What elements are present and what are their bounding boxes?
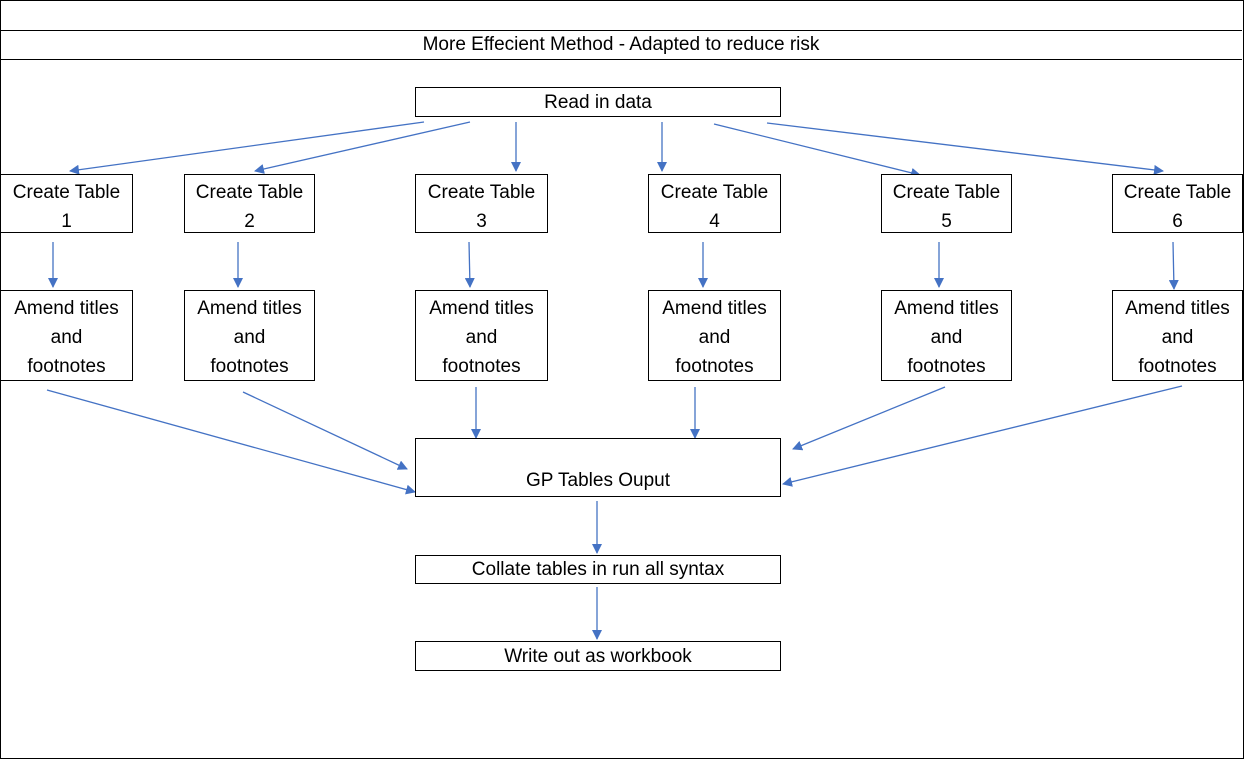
arrow-amend-6-to-output bbox=[782, 385, 1183, 487]
create-table-2-label: Create Table bbox=[195, 182, 304, 203]
create-table-3-box: Create Table 3 bbox=[415, 174, 548, 233]
create-table-6-label: Create Table bbox=[1123, 182, 1232, 203]
create-table-2-box: Create Table 2 bbox=[184, 174, 315, 233]
amend-titles-5-box: Amend titles and footnotes bbox=[881, 290, 1012, 381]
read-in-data-box: Read in data bbox=[415, 87, 781, 117]
amend-line-1: Amend titles bbox=[1125, 298, 1230, 319]
create-table-4-number: 4 bbox=[709, 211, 720, 232]
arrow-table-6-to-amend bbox=[1168, 241, 1179, 290]
amend-line-1: Amend titles bbox=[429, 298, 534, 319]
arrow-read-to-table-2 bbox=[254, 121, 471, 174]
arrow-read-to-table-6 bbox=[766, 122, 1164, 175]
arrow-amend-2-to-output bbox=[242, 391, 408, 470]
amend-line-2: and bbox=[1161, 327, 1194, 348]
collate-tables-label: Collate tables in run all syntax bbox=[471, 559, 725, 580]
create-table-2-number: 2 bbox=[244, 211, 255, 232]
create-table-4-label: Create Table bbox=[660, 182, 769, 203]
amend-line-2: and bbox=[698, 327, 731, 348]
write-out-box: Write out as workbook bbox=[415, 641, 781, 671]
create-table-1-box: Create Table 1 bbox=[0, 174, 133, 233]
amend-line-3: footnotes bbox=[907, 356, 986, 377]
create-table-3-label: Create Table bbox=[427, 182, 536, 203]
create-table-6-box: Create Table 6 bbox=[1112, 174, 1243, 233]
amend-line-1: Amend titles bbox=[14, 298, 119, 319]
amend-line-2: and bbox=[930, 327, 963, 348]
amend-line-3: footnotes bbox=[675, 356, 754, 377]
arrow-amend-1-to-output bbox=[46, 389, 416, 495]
create-table-5-box: Create Table 5 bbox=[881, 174, 1012, 233]
amend-titles-2-box: Amend titles and footnotes bbox=[184, 290, 315, 381]
amend-line-1: Amend titles bbox=[894, 298, 999, 319]
amend-line-1: Amend titles bbox=[197, 298, 302, 319]
amend-line-3: footnotes bbox=[210, 356, 289, 377]
gp-tables-output-box: GP Tables Ouput bbox=[415, 438, 781, 497]
diagram-title-text: More Effecient Method - Adapted to reduc… bbox=[422, 34, 820, 55]
amend-line-2: and bbox=[233, 327, 266, 348]
diagram-title: More Effecient Method - Adapted to reduc… bbox=[0, 30, 1242, 60]
gp-tables-output-label: GP Tables Ouput bbox=[525, 470, 670, 491]
amend-titles-3-box: Amend titles and footnotes bbox=[415, 290, 548, 381]
amend-line-2: and bbox=[50, 327, 83, 348]
amend-line-3: footnotes bbox=[27, 356, 106, 377]
create-table-1-label: Create Table bbox=[12, 182, 121, 203]
create-table-5-label: Create Table bbox=[892, 182, 1001, 203]
create-table-5-number: 5 bbox=[941, 211, 952, 232]
arrow-read-to-table-5 bbox=[713, 123, 921, 178]
read-in-data-label: Read in data bbox=[544, 91, 652, 113]
amend-line-3: footnotes bbox=[442, 356, 521, 377]
arrow-read-to-table-1 bbox=[69, 121, 425, 175]
arrow-amend-5-to-output bbox=[792, 386, 946, 451]
create-table-3-number: 3 bbox=[476, 211, 487, 232]
create-table-1-number: 1 bbox=[61, 211, 72, 232]
amend-titles-4-box: Amend titles and footnotes bbox=[648, 290, 781, 381]
arrow-table-3-to-amend bbox=[464, 241, 475, 288]
amend-titles-1-box: Amend titles and footnotes bbox=[0, 290, 133, 381]
create-table-4-box: Create Table 4 bbox=[648, 174, 781, 233]
create-table-6-number: 6 bbox=[1172, 211, 1183, 232]
amend-line-3: footnotes bbox=[1138, 356, 1217, 377]
amend-line-2: and bbox=[465, 327, 498, 348]
write-out-label: Write out as workbook bbox=[504, 645, 692, 667]
amend-line-1: Amend titles bbox=[662, 298, 767, 319]
amend-titles-6-box: Amend titles and footnotes bbox=[1112, 290, 1243, 381]
collate-tables-box: Collate tables in run all syntax bbox=[415, 555, 781, 584]
